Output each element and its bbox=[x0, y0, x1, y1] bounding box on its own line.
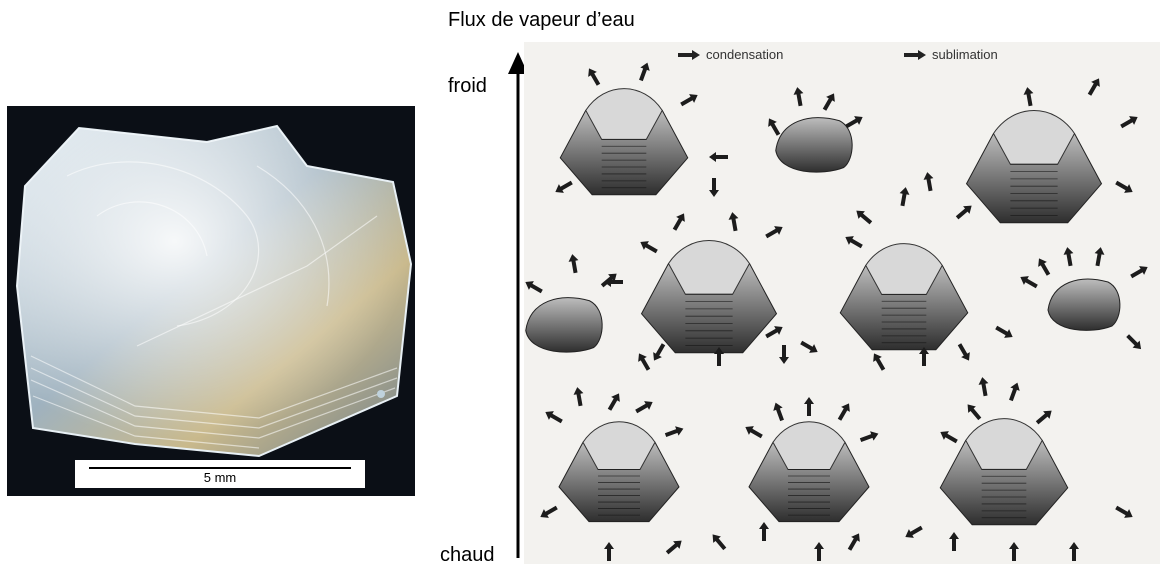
label-cold: froid bbox=[448, 74, 487, 98]
crystal-shape bbox=[560, 89, 688, 195]
scale-bar-label: 5 mm bbox=[75, 471, 365, 485]
flux-arrow-icon bbox=[938, 428, 959, 446]
crystals-layer bbox=[524, 42, 1160, 564]
flux-arrow-icon bbox=[792, 86, 805, 106]
flux-arrow-icon bbox=[743, 423, 764, 441]
label-hot: chaud bbox=[440, 543, 495, 567]
crystal-shape bbox=[559, 422, 679, 522]
flux-arrow-icon bbox=[543, 408, 564, 426]
flux-arrow-icon bbox=[604, 542, 614, 561]
flux-arrow-icon bbox=[585, 66, 603, 87]
flux-arrow-icon bbox=[572, 386, 585, 406]
flux-arrow-icon bbox=[859, 429, 880, 445]
flux-arrow-icon bbox=[1114, 503, 1135, 521]
flux-arrow-icon bbox=[1018, 273, 1039, 291]
flux-arrow-icon bbox=[779, 345, 789, 364]
flux-arrow-icon bbox=[679, 91, 700, 109]
flux-arrow-icon bbox=[1129, 263, 1150, 281]
flux-arrow-icon bbox=[1069, 542, 1079, 561]
crystal-shape bbox=[526, 298, 602, 353]
flux-arrow-icon bbox=[1085, 76, 1103, 97]
flux-arrow-icon bbox=[1114, 178, 1135, 196]
flux-arrow-icon bbox=[903, 523, 924, 541]
flux-arrow-icon bbox=[1009, 542, 1019, 561]
flux-arrow-icon bbox=[636, 61, 652, 82]
scale-bar-line bbox=[89, 467, 351, 469]
flux-arrow-icon bbox=[949, 532, 959, 551]
crystal-shape bbox=[840, 244, 968, 350]
scale-bar: 5 mm bbox=[75, 460, 365, 488]
crystal-shape bbox=[940, 419, 1068, 525]
crystal-shape bbox=[749, 422, 869, 522]
flux-arrow-icon bbox=[635, 351, 653, 372]
flux-arrow-icon bbox=[804, 397, 814, 416]
flux-arrow-icon bbox=[994, 323, 1015, 341]
flux-arrow-icon bbox=[954, 202, 975, 222]
flux-arrow-icon bbox=[709, 152, 728, 162]
flux-arrow-icon bbox=[771, 401, 787, 422]
crystal-shape bbox=[642, 241, 777, 353]
flux-arrow-icon bbox=[764, 223, 785, 241]
flux-arrow-icon bbox=[664, 424, 685, 440]
flux-arrow-icon bbox=[870, 351, 888, 372]
flux-arrow-icon bbox=[898, 186, 911, 206]
flux-arrow-icon bbox=[638, 238, 659, 256]
crystal-drawing: condensation sublimation bbox=[524, 42, 1160, 564]
flux-arrow-icon bbox=[709, 531, 729, 552]
flux-arrow-icon bbox=[977, 376, 990, 396]
flux-arrow-icon bbox=[709, 178, 719, 197]
flux-arrow-icon bbox=[664, 537, 685, 557]
flux-arrow-icon bbox=[1022, 86, 1035, 106]
flux-arrow-icon bbox=[955, 342, 973, 363]
flux-arrow-icon bbox=[605, 391, 623, 412]
crystal-illustration bbox=[7, 106, 415, 496]
flux-arrow-icon bbox=[843, 233, 864, 251]
flux-arrow-icon bbox=[538, 503, 559, 521]
crystal-shape bbox=[776, 118, 852, 173]
flux-arrow-icon bbox=[922, 171, 935, 191]
flux-arrow-icon bbox=[1124, 332, 1145, 353]
flux-arrow-icon bbox=[820, 91, 838, 112]
flux-arrow-icon bbox=[567, 253, 580, 273]
flux-arrow-icon bbox=[759, 522, 769, 541]
ice-crystal-photo: 5 mm bbox=[7, 106, 415, 496]
flux-arrow-icon bbox=[599, 270, 620, 290]
flux-arrow-icon bbox=[845, 531, 863, 552]
flux-arrow-icon bbox=[1035, 256, 1053, 277]
flux-arrow-icon bbox=[634, 398, 655, 416]
flux-arrow-icon bbox=[670, 211, 688, 232]
flux-arrow-icon bbox=[814, 542, 824, 561]
crystal-shape bbox=[967, 111, 1102, 223]
crystal-shape bbox=[1048, 279, 1120, 330]
flux-arrow-icon bbox=[1119, 113, 1140, 131]
flux-arrow-icon bbox=[1062, 246, 1075, 266]
flux-arrow-icon bbox=[650, 342, 668, 363]
flux-arrow-icon bbox=[1006, 381, 1022, 402]
flux-arrow-icon bbox=[835, 401, 853, 422]
flux-arrow-icon bbox=[524, 278, 544, 296]
flux-arrow-icon bbox=[1034, 407, 1055, 427]
flux-arrow-icon bbox=[799, 338, 820, 356]
flux-arrow-icon bbox=[553, 178, 574, 196]
flux-arrow-icon bbox=[964, 401, 984, 422]
flux-arrow-icon bbox=[727, 211, 740, 231]
flux-arrow-icon bbox=[765, 116, 783, 137]
flux-arrow-icon bbox=[1093, 246, 1106, 266]
diagram-title: Flux de vapeur d’eau bbox=[448, 8, 635, 32]
flux-arrow-icon bbox=[853, 207, 874, 227]
